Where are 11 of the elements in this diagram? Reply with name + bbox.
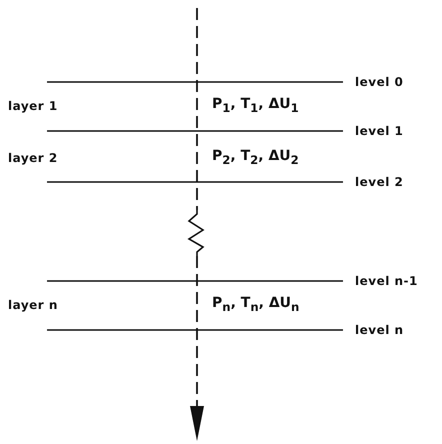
level-label: level n <box>355 323 404 337</box>
layer-label: layer n <box>8 298 58 312</box>
layer-parameters: P$_{2}$, T$_{2}$, ΔU$_{2}$ <box>212 149 299 167</box>
level-label: level n-1 <box>355 274 418 288</box>
layer-parameters: P$_{n}$, T$_{n}$, ΔU$_{n}$ <box>212 296 300 314</box>
layer-parameters: P$_{1}$, T$_{1}$, ΔU$_{1}$ <box>212 97 299 115</box>
layer-label: layer 1 <box>8 99 58 113</box>
level-label: level 1 <box>355 124 404 138</box>
level-label: level 0 <box>355 75 404 89</box>
layer-label: layer 2 <box>8 151 58 165</box>
level-label: level 2 <box>355 175 404 189</box>
